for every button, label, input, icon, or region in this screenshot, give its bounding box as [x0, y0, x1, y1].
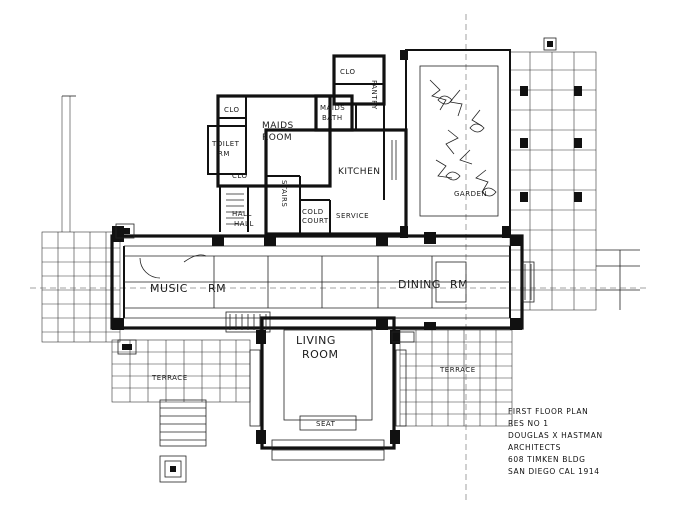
label-hall-1: HALL — [232, 210, 252, 218]
label-living-2: ROOM — [302, 348, 338, 361]
label-dining-2: RM — [450, 278, 468, 291]
axis-lines — [30, 14, 650, 500]
label-toilet-rm-1: TOILET — [211, 140, 240, 148]
label-clo-c: CLO — [232, 172, 248, 180]
title-line-5: 608 TIMKEN BLDG — [508, 455, 586, 464]
title-block: FIRST FLOOR PLAN RES NO 1 DOUGLAS X HAST… — [508, 407, 603, 476]
paving-grid — [41, 51, 640, 483]
room-labels: CLO MAIDS ROOM MAIDS BATH TOILET RM CLO … — [150, 68, 487, 428]
label-terrace-left: TERRACE — [151, 374, 188, 382]
small-marked-boxes — [115, 223, 415, 355]
label-maids-room-1: MAIDS — [262, 121, 294, 131]
label-pantry: PANTRY — [370, 80, 378, 110]
main-gallery — [110, 226, 535, 333]
label-living-1: LIVING — [296, 334, 336, 347]
label-maids-room-2: ROOM — [262, 133, 292, 143]
title-line-4: ARCHITECTS — [508, 443, 561, 452]
label-clo-a: CLO — [224, 106, 240, 114]
label-maids-bath-2: BATH — [322, 114, 343, 122]
label-dining-1: DINING — [398, 278, 441, 291]
label-music-2: RM — [208, 282, 226, 295]
title-line-6: SAN DIEGO CAL 1914 — [508, 467, 600, 476]
label-music-1: MUSIC — [150, 282, 188, 295]
label-kitchen: KITCHEN — [338, 167, 381, 177]
label-garden: GARDEN — [454, 190, 487, 198]
label-hall-2: HALL — [234, 220, 254, 228]
label-service: SERVICE — [336, 212, 369, 220]
label-stairs: STAIRS — [280, 180, 288, 207]
label-toilet-rm-2: RM — [218, 150, 230, 158]
label-maids-bath-1: MAIDS — [320, 104, 345, 112]
label-seat: SEAT — [316, 420, 336, 428]
title-line-3: DOUGLAS X HASTMAN — [508, 431, 603, 440]
living-room — [249, 316, 407, 461]
garden-court — [400, 37, 582, 238]
label-court-porch: COURT — [302, 217, 329, 225]
label-clo-b: CLO — [340, 68, 356, 76]
title-line-2: RES NO 1 — [508, 419, 549, 428]
label-cold-rm: COLD — [302, 208, 324, 216]
label-terrace-right: TERRACE — [439, 366, 476, 374]
title-line-1: FIRST FLOOR PLAN — [508, 407, 588, 416]
